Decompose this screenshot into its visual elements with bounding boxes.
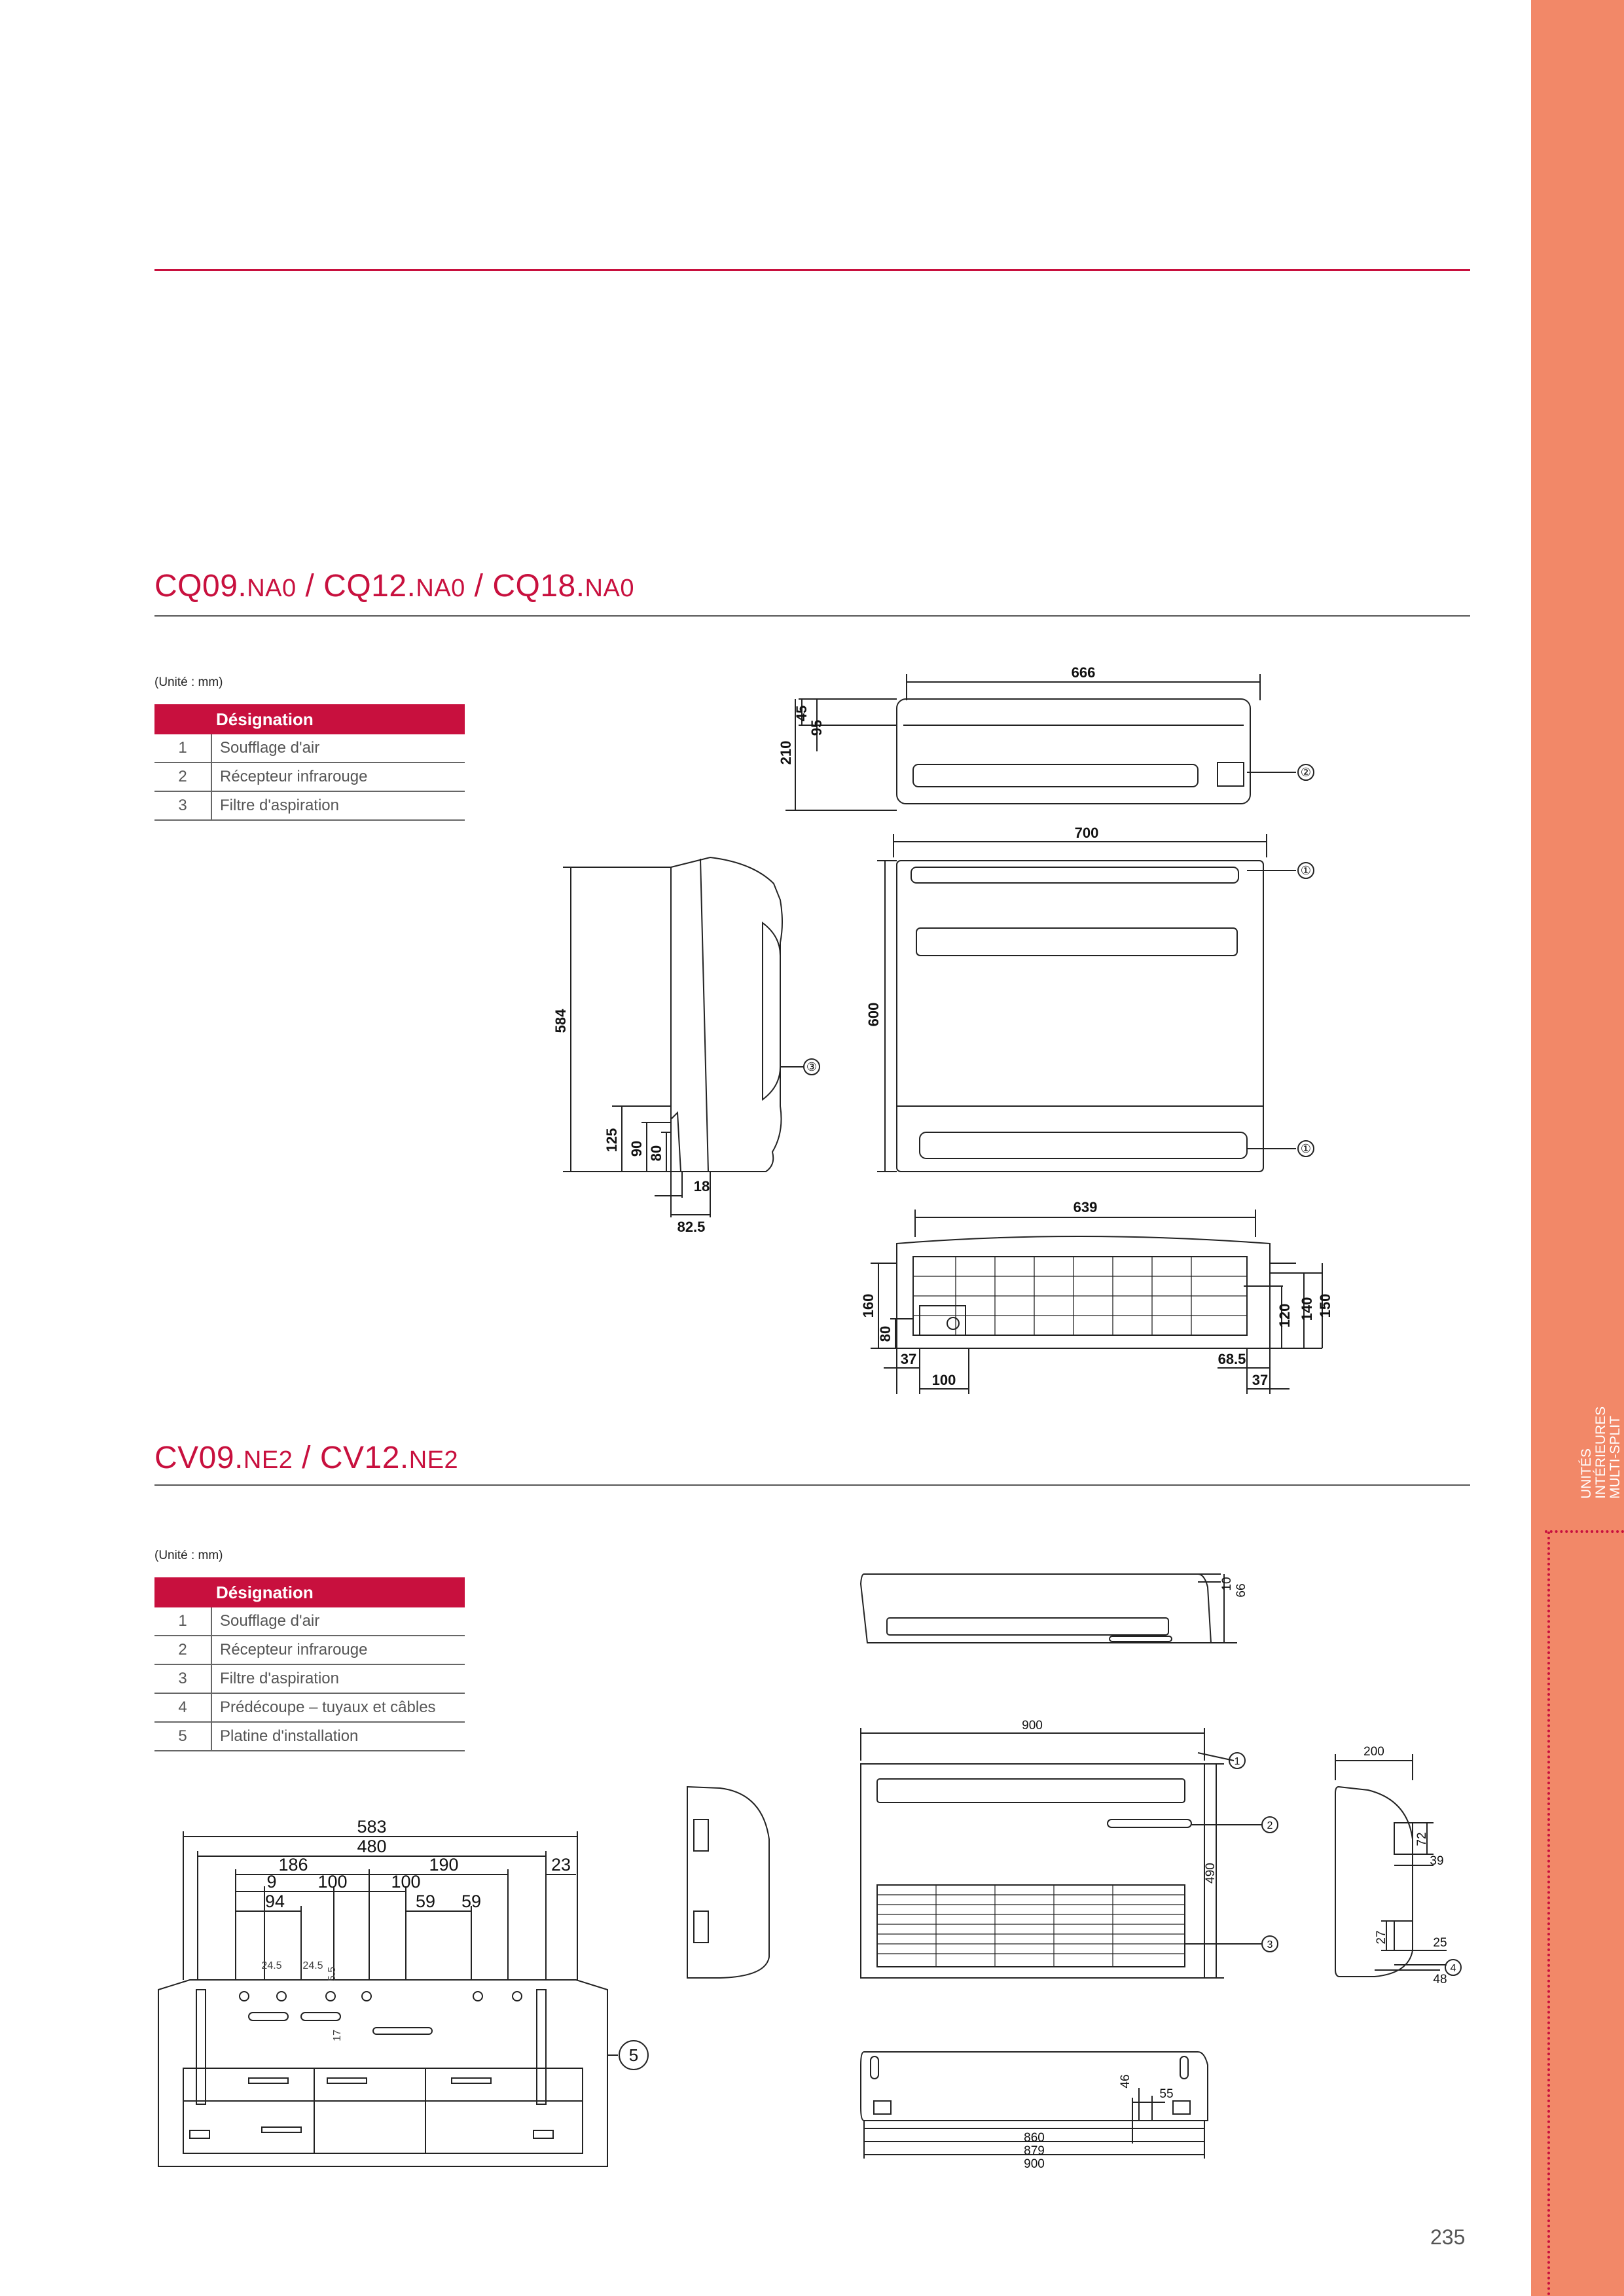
dim-160: 160 — [860, 1294, 876, 1318]
dim-9: 9 — [266, 1872, 276, 1892]
dim-23: 23 — [551, 1855, 571, 1874]
dim-66: 66 — [1235, 1583, 1248, 1597]
dim-186: 186 — [278, 1855, 308, 1874]
dim-95: 95 — [808, 720, 825, 736]
dim-94: 94 — [265, 1892, 285, 1911]
sidebar-line-1: UNITÉS — [1579, 1448, 1594, 1499]
dim-80-bottom: 80 — [877, 1326, 893, 1342]
dim-25: 25 — [1433, 1936, 1447, 1950]
dim-59-right: 59 — [461, 1892, 481, 1911]
dim-100-right: 100 — [391, 1872, 420, 1892]
dim-82-5: 82.5 — [677, 1219, 706, 1235]
dim-46: 46 — [1119, 2074, 1132, 2088]
dim-125: 125 — [604, 1128, 620, 1153]
technical-drawing-cv: 10 66 900 490 200 72 39 27 25 48 46 55 8… — [687, 1573, 1462, 2171]
dim-37-right: 37 — [1252, 1372, 1268, 1388]
sidebar-line-3: MULTI-SPLIT — [1608, 1416, 1623, 1499]
dim-900-front: 900 — [1022, 1719, 1043, 1732]
sidebar-dotted-separator — [1545, 1530, 1624, 1533]
dim-72: 72 — [1415, 1832, 1429, 1846]
dim-24-5-left: 24.5 — [261, 1960, 281, 1971]
dim-48: 48 — [1433, 1973, 1447, 1986]
callout-4: 4 — [1451, 1963, 1456, 1974]
dim-480: 480 — [357, 1837, 386, 1856]
dim-140: 140 — [1299, 1297, 1315, 1321]
dim-583: 583 — [357, 1820, 386, 1837]
dim-100-left: 100 — [317, 1872, 347, 1892]
sidebar-line-2: INTÉRIEURES — [1593, 1406, 1608, 1499]
dim-490: 490 — [1204, 1863, 1218, 1884]
callout-3: 3 — [1267, 1939, 1273, 1950]
callout-2: 2 — [1267, 1820, 1273, 1831]
callout-2: ② — [1301, 766, 1311, 779]
dim-24-5-right: 24.5 — [302, 1960, 323, 1971]
callout-1: 1 — [1235, 1756, 1240, 1767]
header-rule — [154, 269, 1470, 271]
sidebar-label: UNITÉS INTÉRIEURES MULTI-SPLIT — [1531, 1407, 1624, 1512]
dim-59-left: 59 — [416, 1892, 435, 1911]
dim-80: 80 — [648, 1145, 664, 1161]
technical-drawing-cq: 666 45 95 210 700 600 584 125 90 80 18 8… — [552, 664, 1333, 1394]
dim-68-5: 68.5 — [1218, 1351, 1246, 1367]
dim-18: 18 — [694, 1178, 710, 1194]
callout-1-top: ① — [1301, 864, 1311, 877]
section-title-cv: CV09.NE2 / CV12.NE2 — [154, 1441, 459, 1475]
dim-639: 639 — [1074, 1199, 1098, 1215]
dim-879: 879 — [1024, 2144, 1045, 2158]
callout-1-bottom: ① — [1301, 1142, 1311, 1155]
unit-label: (Unité : mm) — [154, 675, 223, 689]
dim-39: 39 — [1430, 1854, 1443, 1868]
dim-600: 600 — [865, 1003, 882, 1027]
unit-label: (Unité : mm) — [154, 1549, 223, 1562]
dim-860: 860 — [1024, 2131, 1045, 2145]
dim-900-bottom: 900 — [1024, 2157, 1045, 2171]
dim-700: 700 — [1075, 825, 1099, 841]
dim-37-left: 37 — [901, 1351, 916, 1367]
dim-200: 200 — [1363, 1745, 1384, 1759]
dim-584: 584 — [552, 1009, 569, 1033]
callout-3: ③ — [806, 1060, 817, 1073]
dim-55: 55 — [1159, 2087, 1173, 2101]
dim-45: 45 — [793, 706, 810, 721]
section-title-cq: CQ09.NA0 / CQ12.NA0 / CQ18.NA0 — [154, 569, 634, 603]
section-rule-cq — [154, 615, 1470, 617]
installation-plate-drawing: 583 480 186 190 23 9 100 100 94 59 59 24… — [158, 1820, 649, 2167]
dim-100: 100 — [932, 1372, 956, 1388]
page-number: 235 — [1430, 2225, 1466, 2249]
dim-17: 17 — [332, 2030, 343, 2041]
sidebar-dotted-line — [1547, 1532, 1550, 2296]
table-header: Désignation — [154, 1577, 465, 1607]
dim-210: 210 — [778, 741, 794, 765]
callout-5: 5 — [629, 2045, 638, 2065]
dim-10: 10 — [1220, 1577, 1234, 1590]
section-rule-cv — [154, 1484, 1470, 1486]
dim-150: 150 — [1317, 1294, 1333, 1318]
dim-120: 120 — [1276, 1304, 1293, 1328]
dim-27: 27 — [1375, 1930, 1388, 1944]
dim-190: 190 — [429, 1855, 458, 1874]
dim-5-5: 5.5 — [327, 1967, 338, 1981]
dim-666: 666 — [1072, 664, 1096, 681]
dim-90: 90 — [628, 1141, 645, 1157]
table-header: Désignation — [154, 704, 465, 734]
sidebar-tab — [1531, 0, 1624, 2296]
